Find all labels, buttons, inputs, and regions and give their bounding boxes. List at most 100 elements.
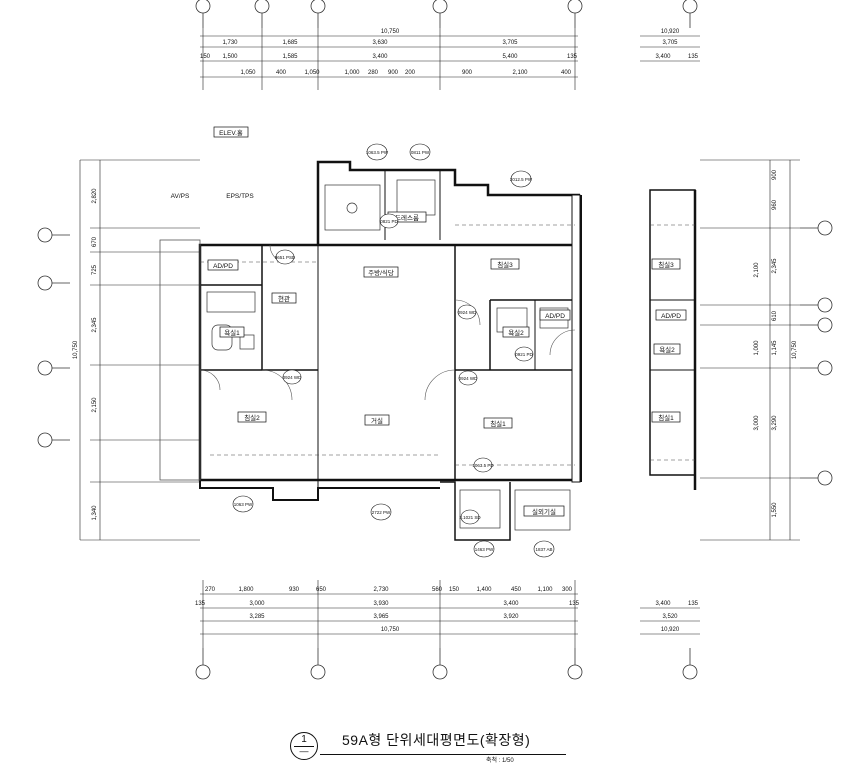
- room-label-outdoor-unit: 실외기실: [532, 507, 556, 516]
- opening-tags: 1063.5 PW 0811 PW 2012.5 PW 0821 PD 0651…: [232, 143, 555, 558]
- svg-text:2012.5 PW: 2012.5 PW: [510, 177, 533, 182]
- drawing-number-bubble: 1 —: [290, 732, 318, 760]
- dim-text: 2,730: [373, 587, 389, 593]
- dim-text: 1,550: [772, 502, 778, 518]
- dim-text: 2,345: [772, 258, 778, 274]
- room-label-bedroom2: 침실2: [244, 413, 260, 422]
- room-labels: ELEV.홀 AV/PS EPS/TPS 주방/식당 거실 침실2 침실1 침실…: [171, 126, 687, 517]
- dim-text: 150: [449, 587, 460, 593]
- dim-text: 650: [316, 587, 327, 593]
- svg-text:0924 WD: 0924 WD: [459, 376, 479, 381]
- dim-text: 2,100: [512, 70, 528, 76]
- dim-text: 610: [772, 310, 778, 321]
- tag: 0924 WD: [459, 370, 479, 386]
- ceiling-lines: [200, 224, 695, 466]
- tag: 0924 WD: [283, 369, 302, 385]
- tag: 1063.5 PW: [366, 143, 389, 161]
- dimension-lines: [79, 28, 800, 648]
- svg-text:1063 PW: 1063 PW: [234, 502, 253, 507]
- tag: 1063.5 PD: [472, 457, 494, 473]
- dim-text: 1,685: [282, 40, 298, 46]
- svg-text:1063.5 PW: 1063.5 PW: [366, 150, 389, 155]
- dim-text: 3,400: [655, 54, 671, 60]
- dim-text: 10,920: [661, 29, 680, 35]
- dim-text: 1,340: [92, 505, 98, 521]
- room-label-elev-hall: ELEV.홀: [219, 128, 243, 137]
- dim-top-overall: 10,750: [381, 29, 400, 35]
- dim-text: 725: [92, 264, 98, 275]
- grid-bubbles-top: [195, 0, 698, 28]
- dim-text: 2,100: [754, 262, 760, 278]
- tag: 2722 PW: [370, 503, 392, 521]
- dim-text: 3,290: [772, 415, 778, 431]
- room-label-bedroom1: 침실1: [490, 419, 506, 428]
- dim-text: 1,050: [240, 70, 256, 76]
- tag: 1063 PW: [232, 495, 254, 513]
- dim-left-overall: 10,750: [73, 340, 79, 359]
- room-label-living: 거실: [371, 416, 383, 425]
- dim-text: 150: [200, 54, 211, 60]
- tag: 0924 WD: [458, 304, 478, 320]
- room-label-ad-pd-left: AD/PD: [213, 263, 233, 270]
- dim-text: 1,000: [344, 70, 360, 76]
- dim-text: 3,705: [502, 40, 518, 46]
- dim-text: 1,730: [222, 40, 238, 46]
- drawing-title: 59A형 단위세대평면도(확장형): [342, 732, 531, 748]
- dim-text: 1,800: [238, 587, 254, 593]
- dim-text: 300: [562, 587, 573, 593]
- dim-text: 900: [772, 169, 778, 180]
- dim-text: 5,400: [502, 54, 518, 60]
- tag: 0821 PD: [379, 213, 399, 229]
- dim-right-overall: 10,750: [792, 340, 798, 359]
- room-label-ghost-bedroom3: 침실3: [658, 260, 674, 269]
- room-label-ghost-ad-pd: AD/PD: [661, 313, 681, 320]
- svg-text:1463 PW: 1463 PW: [475, 547, 494, 552]
- dim-text: 400: [276, 70, 287, 76]
- dim-text: 560: [432, 587, 443, 593]
- grid-bubbles-sides: [37, 220, 833, 486]
- dim-bottom-overall: 10,750: [381, 627, 400, 633]
- dim-text: 400: [561, 70, 572, 76]
- dim-text: 450: [511, 587, 522, 593]
- room-label-eps-tps: EPS/TPS: [226, 193, 254, 200]
- dim-text: 3,000: [249, 601, 265, 607]
- svg-text:0651 PSD: 0651 PSD: [275, 255, 296, 260]
- dim-text: 670: [92, 236, 98, 247]
- walls: [159, 160, 697, 541]
- dim-text: 3,400: [372, 54, 388, 60]
- room-label-dressing: 드레스룸: [395, 213, 419, 222]
- dim-text: 900: [388, 70, 399, 76]
- dim-text: 2,150: [92, 397, 98, 413]
- svg-text:2722 PW: 2722 PW: [372, 510, 391, 515]
- drawing-scale: 축척 : 1/50: [486, 758, 514, 764]
- dim-text: 135: [688, 601, 699, 607]
- room-label-bath1: 욕실1: [224, 328, 240, 337]
- dim-text: 1,050: [304, 70, 320, 76]
- dim-text: 1,145: [772, 340, 778, 356]
- svg-text:0821 PD: 0821 PD: [380, 219, 398, 224]
- tag: 2.1021 SD: [459, 509, 481, 525]
- dim-text: 1,100: [537, 587, 553, 593]
- dim-text: 135: [688, 54, 699, 60]
- dim-text: 3,400: [655, 601, 671, 607]
- svg-text:0924 WD: 0924 WD: [458, 310, 478, 315]
- dim-text: 3,630: [372, 40, 388, 46]
- dim-text: 270: [205, 587, 216, 593]
- tag: 0651 PSD: [275, 249, 296, 265]
- dimension-text: 10,750 1,730 1,685 3,630 3,705 150 1,500…: [195, 29, 699, 633]
- room-label-foyer: 현관: [278, 294, 290, 303]
- dim-text: 135: [195, 601, 206, 607]
- dim-text: 200: [405, 70, 416, 76]
- title-underline: [320, 754, 566, 755]
- drawing-sheet-ref: —: [299, 746, 309, 756]
- svg-text:2.1021 SD: 2.1021 SD: [459, 515, 481, 520]
- dim-text: 3,920: [503, 614, 519, 620]
- tag: 0811 PW: [409, 143, 431, 161]
- svg-text:0811 PW: 0811 PW: [411, 150, 430, 155]
- room-label-av-ps: AV/PS: [171, 193, 190, 200]
- room-label-kitchen: 주방/식당: [368, 268, 394, 277]
- tag: 1463 PW: [473, 540, 495, 558]
- dim-text: 2,820: [92, 188, 98, 204]
